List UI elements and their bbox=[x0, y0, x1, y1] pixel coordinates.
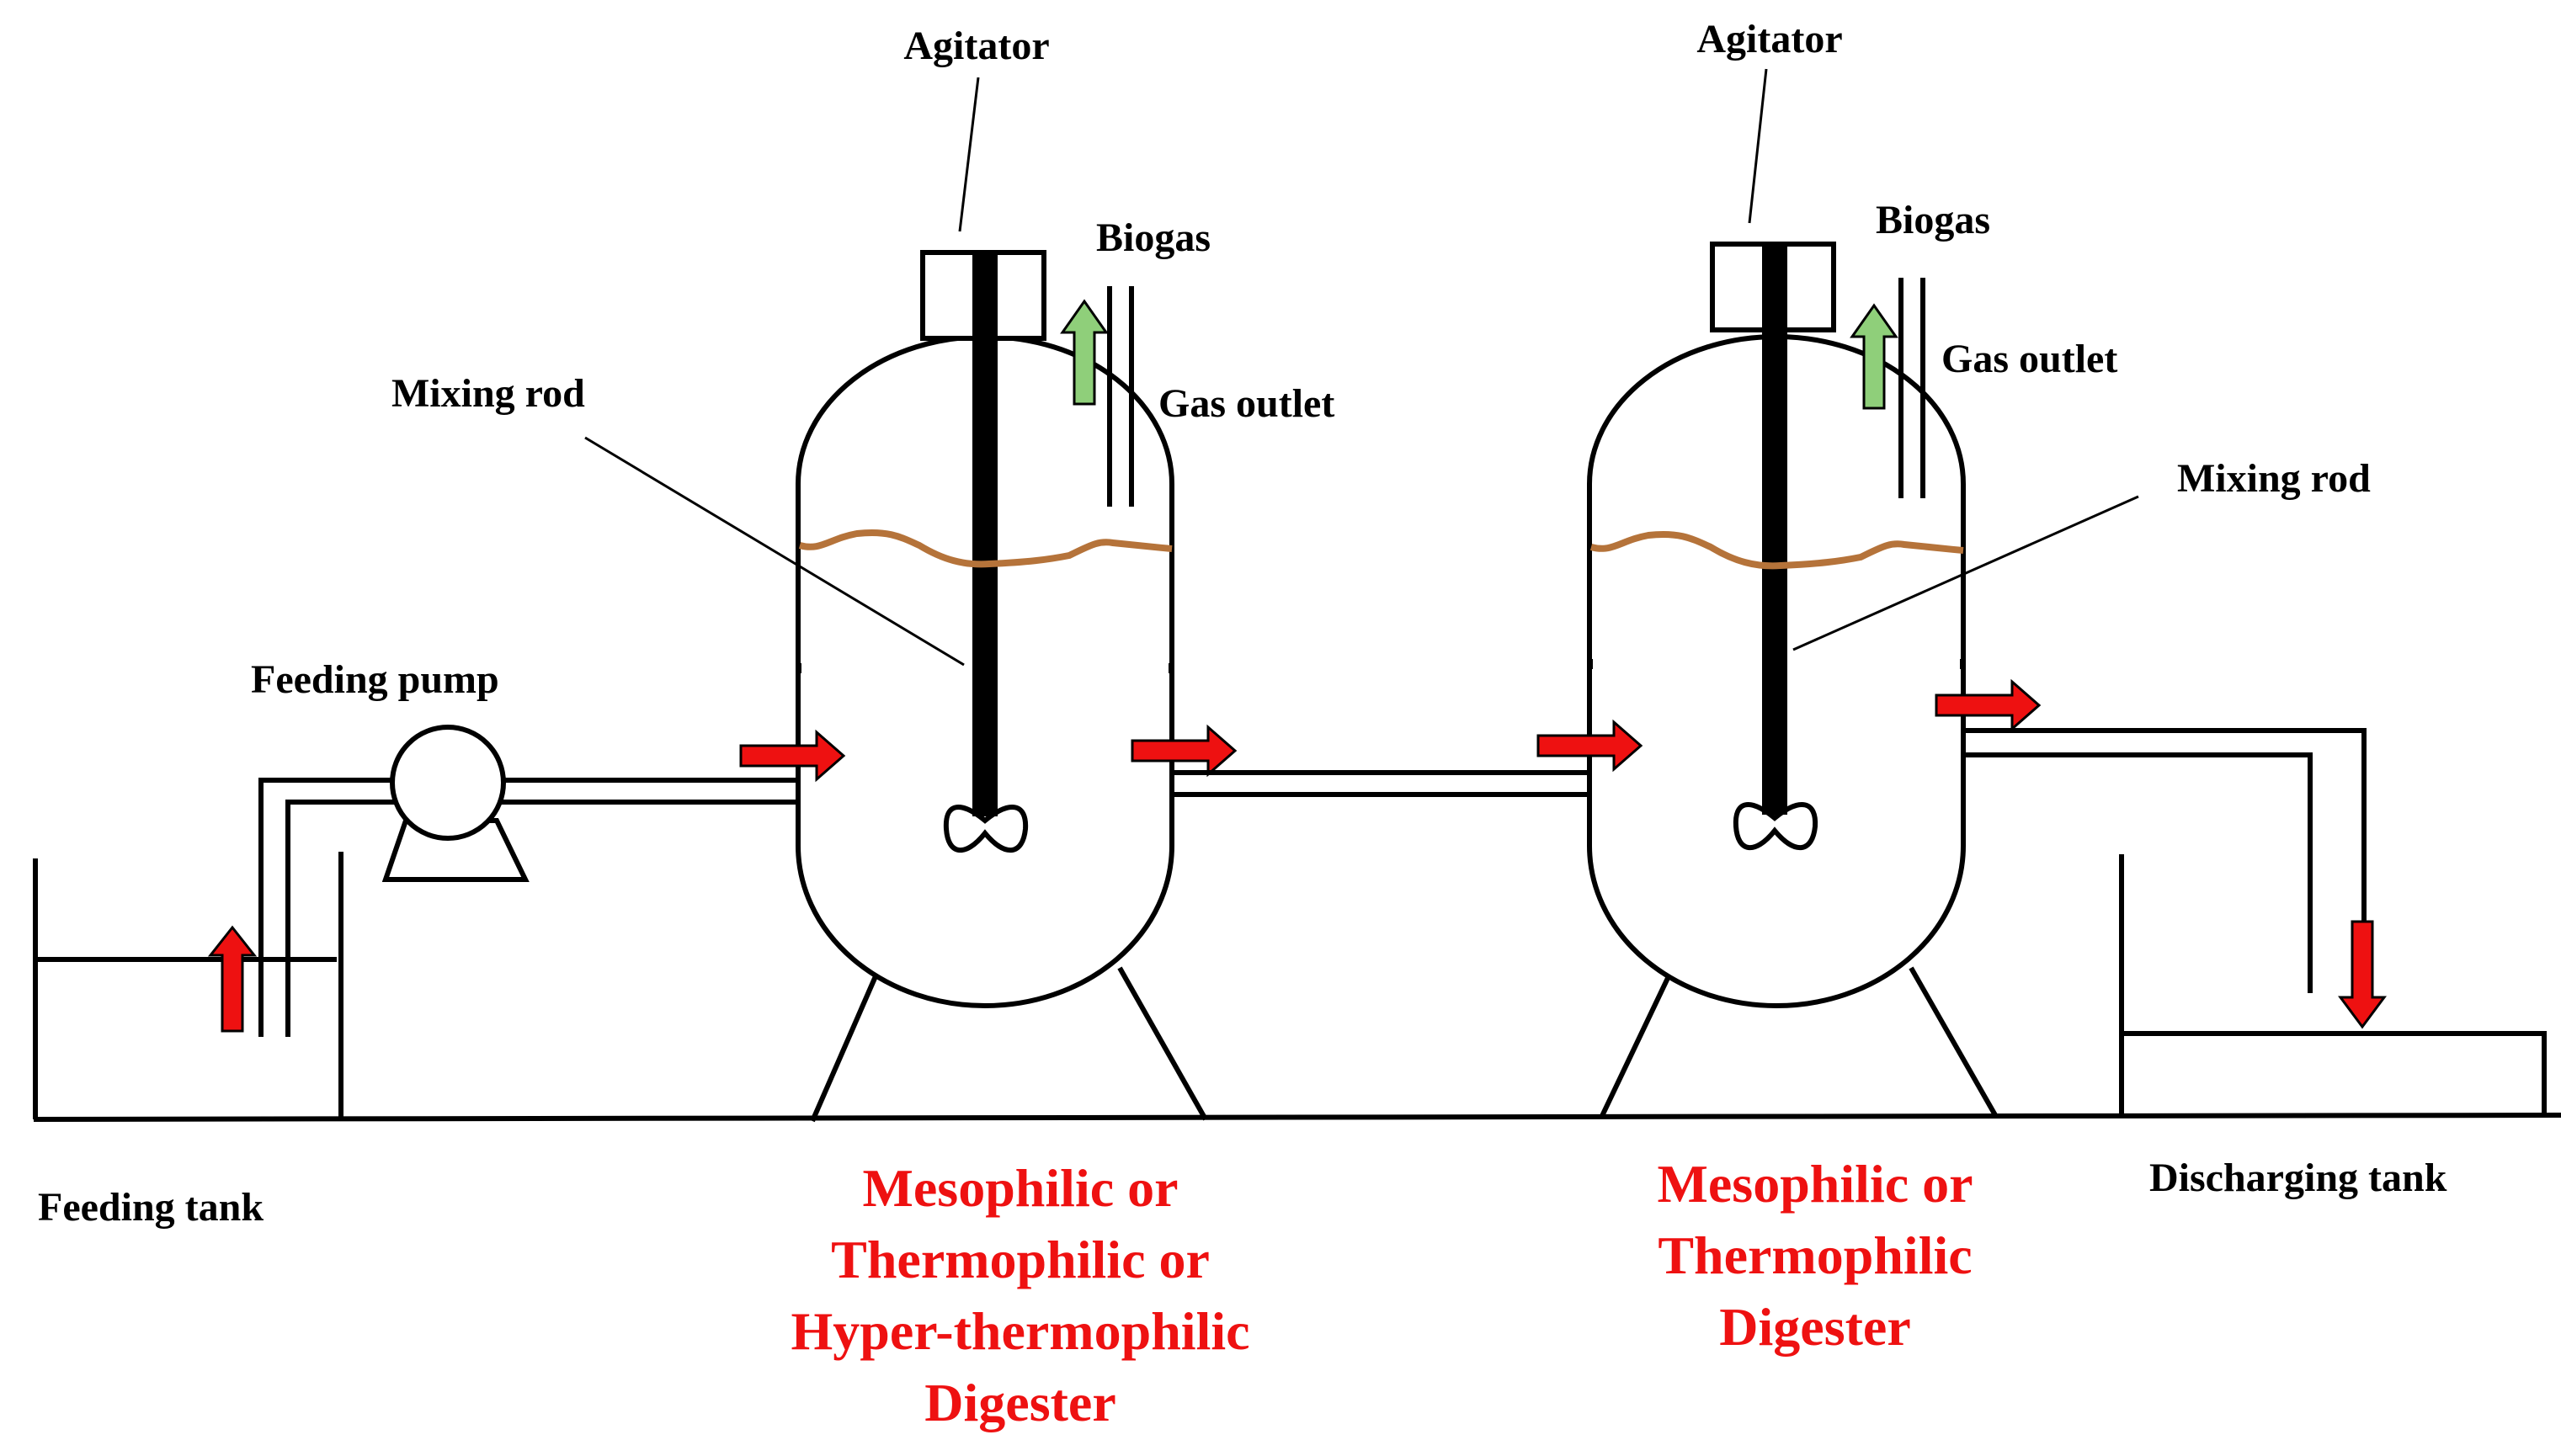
slurry-level-1 bbox=[798, 529, 1173, 568]
gas-outlet-label-1: Gas outlet bbox=[1158, 381, 1334, 426]
discharging-tank bbox=[2119, 854, 2547, 1115]
biogas-up-arrow-2 bbox=[1850, 303, 1898, 410]
digester-1 bbox=[739, 250, 1237, 1123]
digester-2-label: Mesophilic or Thermophilic Digester bbox=[1657, 1154, 1973, 1357]
agitator-label-2: Agitator bbox=[1696, 17, 1842, 61]
mixing-rod-label-2: Mixing rod bbox=[2177, 456, 2371, 501]
digester-1-label: Mesophilic or Thermophilic or Hyper-ther… bbox=[791, 1158, 1249, 1432]
digester-2 bbox=[1536, 242, 2367, 1119]
feeding-tank-label: Feeding tank bbox=[38, 1185, 264, 1230]
digester-1-line-3: Hyper-thermophilic bbox=[791, 1301, 1249, 1361]
digester-1-line-1: Mesophilic or bbox=[862, 1158, 1178, 1218]
biogas-up-arrow-1 bbox=[1060, 299, 1109, 406]
digester-1-line-2: Thermophilic or bbox=[831, 1230, 1210, 1289]
feeding-pump bbox=[381, 725, 530, 882]
digester-2-line-2: Thermophilic bbox=[1658, 1225, 1972, 1285]
feed-pipe bbox=[258, 778, 800, 1037]
connecting-pipe bbox=[1172, 770, 1587, 797]
discharging-tank-label: Discharging tank bbox=[2149, 1156, 2447, 1200]
mixing-rod-label-1: Mixing rod bbox=[391, 371, 585, 416]
biogas-label-2: Biogas bbox=[1876, 198, 1990, 242]
digester-2-line-3: Digester bbox=[1719, 1297, 1910, 1357]
digester-1-line-4: Digester bbox=[924, 1373, 1115, 1432]
digester-2-line-1: Mesophilic or bbox=[1657, 1154, 1973, 1214]
ground-line bbox=[33, 1113, 2561, 1122]
biogas-label-1: Biogas bbox=[1096, 215, 1211, 260]
discharge-down-arrow bbox=[2338, 920, 2387, 1029]
feeding-tank bbox=[33, 852, 343, 1119]
slurry-level-2 bbox=[1589, 531, 1964, 570]
agitator-label-1: Agitator bbox=[903, 24, 1049, 68]
gas-outlet-label-2: Gas outlet bbox=[1941, 337, 2117, 381]
feeding-pump-label: Feeding pump bbox=[251, 657, 499, 702]
leader-lines bbox=[584, 68, 2139, 667]
feed-up-arrow bbox=[207, 925, 258, 1033]
